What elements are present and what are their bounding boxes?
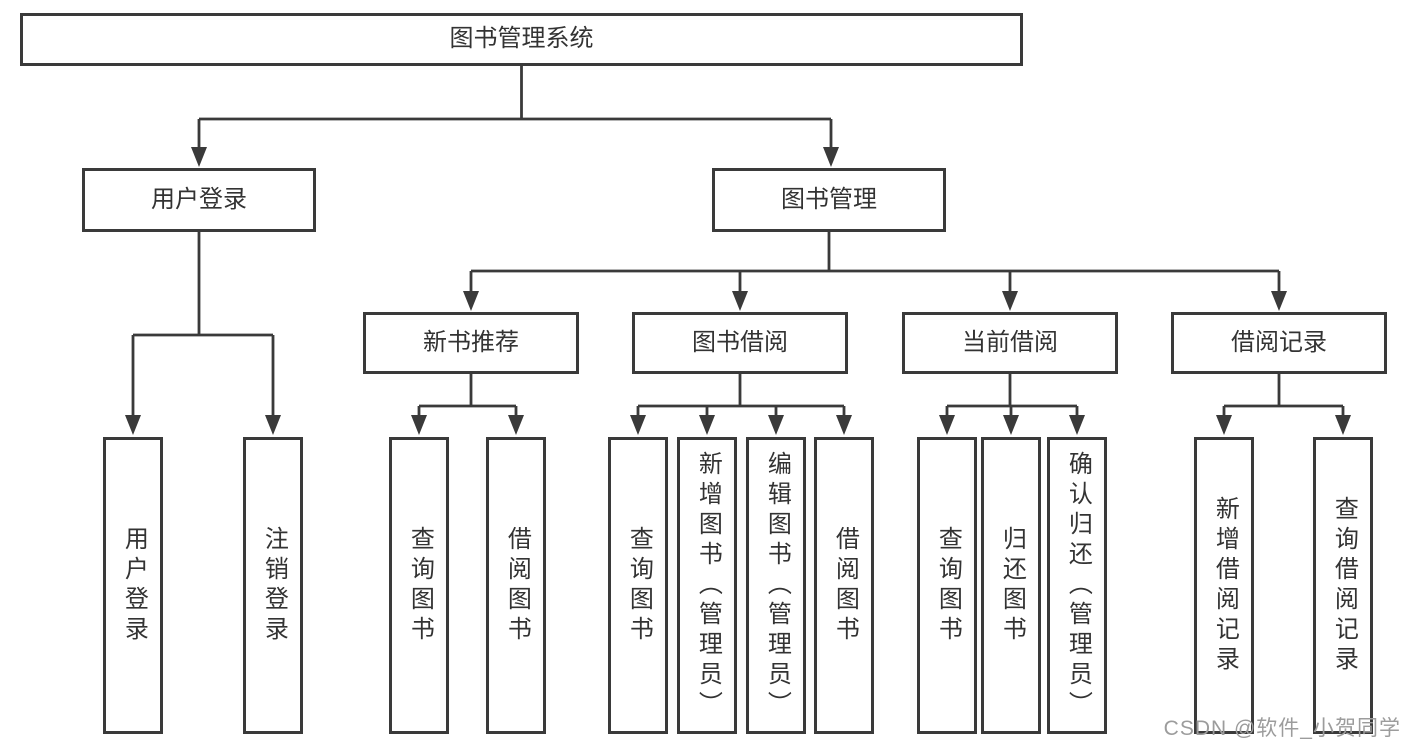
node-current-borrowing: 当前借阅 <box>902 312 1118 374</box>
leaf-return-books: 归还图书 <box>981 437 1041 734</box>
leaf-borrow-books-recommend: 借阅图书 <box>486 437 546 734</box>
leaf-logout: 注销登录 <box>243 437 303 734</box>
connector-current-borrow-to-leaves <box>939 374 1085 435</box>
leaf-confirm-return-admin: 确认归还（管理员） <box>1047 437 1107 734</box>
connector-root-to-level2 <box>191 66 839 167</box>
connector-book-borrow-to-leaves <box>630 374 852 435</box>
leaf-query-books-recommend: 查询图书 <box>389 437 449 734</box>
node-new-book-recommend: 新书推荐 <box>363 312 579 374</box>
leaf-add-borrow-record: 新增借阅记录 <box>1194 437 1254 734</box>
leaf-borrow-books-borrowing: 借阅图书 <box>814 437 874 734</box>
connector-new-book-rec-to-leaves <box>411 374 524 435</box>
node-book-management: 图书管理 <box>712 168 946 232</box>
leaf-query-books-borrowing: 查询图书 <box>608 437 668 734</box>
node-borrowing-records: 借阅记录 <box>1171 312 1387 374</box>
leaf-query-borrow-record: 查询借阅记录 <box>1313 437 1373 734</box>
connector-book-mgmt-to-level3 <box>463 232 1287 311</box>
leaf-query-books-current: 查询图书 <box>917 437 977 734</box>
node-library-management-system: 图书管理系统 <box>20 13 1023 66</box>
connector-user-login-to-leaves <box>125 232 281 435</box>
leaf-user-login: 用户登录 <box>103 437 163 734</box>
csdn-watermark: CSDN @软件_小贺同学 <box>1163 717 1401 740</box>
node-book-borrowing: 图书借阅 <box>632 312 848 374</box>
node-user-login: 用户登录 <box>82 168 316 232</box>
leaf-edit-books-admin: 编辑图书（管理员） <box>746 437 806 734</box>
leaf-add-books-admin: 新增图书（管理员） <box>677 437 737 734</box>
connector-borrow-record-to-leaves <box>1216 374 1351 435</box>
